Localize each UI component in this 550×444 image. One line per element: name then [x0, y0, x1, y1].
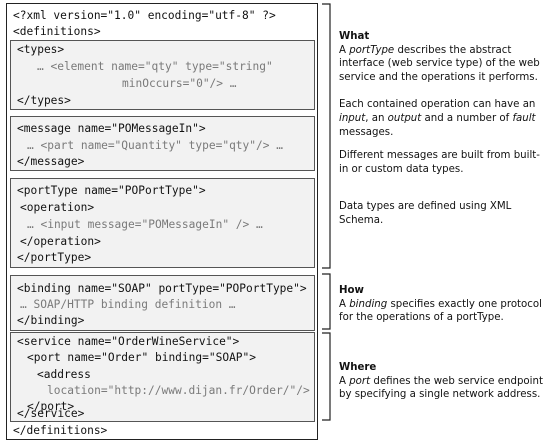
where-bracket	[322, 332, 331, 421]
types-open-tag: <types>	[17, 43, 65, 56]
how-heading: How	[339, 285, 364, 296]
xml-declaration: <?xml version="1.0" encoding="utf-8" ?>	[13, 9, 276, 22]
porttype-close-tag: </portType>	[17, 251, 92, 264]
how-bracket	[322, 273, 331, 330]
how-paragraph: A binding specifies exactly one protocol…	[339, 298, 542, 324]
what-paragraph-datatypes: Data types are defined using XML Schema.	[339, 201, 512, 226]
binding-close-tag: </binding>	[17, 314, 85, 327]
where-heading: Where	[339, 362, 377, 373]
porttype-open-tag: <portType name="POPortType">	[17, 184, 206, 197]
port-open-tag: <port name="Order" binding="SOAP">	[27, 351, 257, 364]
port-close-tag: </port>	[27, 400, 75, 413]
what-heading: What	[339, 31, 370, 42]
address-location-line: location="http://www.dijan.fr/Order/"/>	[47, 384, 310, 397]
definitions-frame: <?xml version="1.0" encoding="utf-8" ?> …	[6, 3, 318, 440]
service-box: <service name="OrderWineService"> <port …	[10, 332, 315, 422]
types-close-tag: </types>	[17, 94, 71, 107]
types-element-line: … <element name="qty" type="string"	[37, 60, 273, 73]
binding-definition-line: … SOAP/HTTP binding definition …	[20, 298, 236, 311]
binding-box: <binding name="SOAP" portType="POPortTyp…	[10, 275, 315, 331]
operation-close-tag: </operation>	[20, 235, 101, 248]
operation-open-tag: <operation>	[20, 201, 95, 214]
porttype-box: <portType name="POPortType"> <operation>…	[10, 178, 315, 268]
service-open-tag: <service name="OrderWineService">	[17, 335, 240, 348]
what-bracket	[322, 3, 331, 269]
message-box: <message name="POMessageIn"> … <part nam…	[10, 116, 315, 171]
types-minoccurs-line: minOccurs="0"/> …	[122, 77, 237, 90]
where-annotation: Where A port defines the web service end…	[339, 361, 549, 402]
service-close-tag: </service>	[17, 407, 85, 420]
operation-input-line: … <input message="POMessageIn" /> …	[27, 218, 263, 231]
message-open-tag: <message name="POMessageIn">	[17, 122, 206, 135]
message-part-line: … <part name="Quantity" type="qty"/> …	[27, 139, 283, 152]
definitions-open-tag: <definitions>	[13, 25, 101, 38]
what-annotation: What A portType describes the abstract i…	[339, 30, 549, 228]
how-annotation: How A binding specifies exactly one prot…	[339, 284, 549, 325]
what-paragraph-messages: Different messages are built from built-…	[339, 150, 540, 175]
binding-open-tag: <binding name="SOAP" portType="POPortTyp…	[17, 282, 307, 295]
definitions-close-tag: </definitions>	[13, 424, 108, 437]
what-paragraph-operations: Each contained operation can have an inp…	[339, 99, 536, 138]
where-paragraph: A port defines the web service endpoint …	[339, 375, 543, 401]
types-box: <types> … <element name="qty" type="stri…	[10, 40, 315, 110]
what-paragraph-porttype: A portType describes the abstract interf…	[339, 44, 540, 83]
address-tag: <address	[37, 368, 91, 381]
message-close-tag: </message>	[17, 155, 85, 168]
